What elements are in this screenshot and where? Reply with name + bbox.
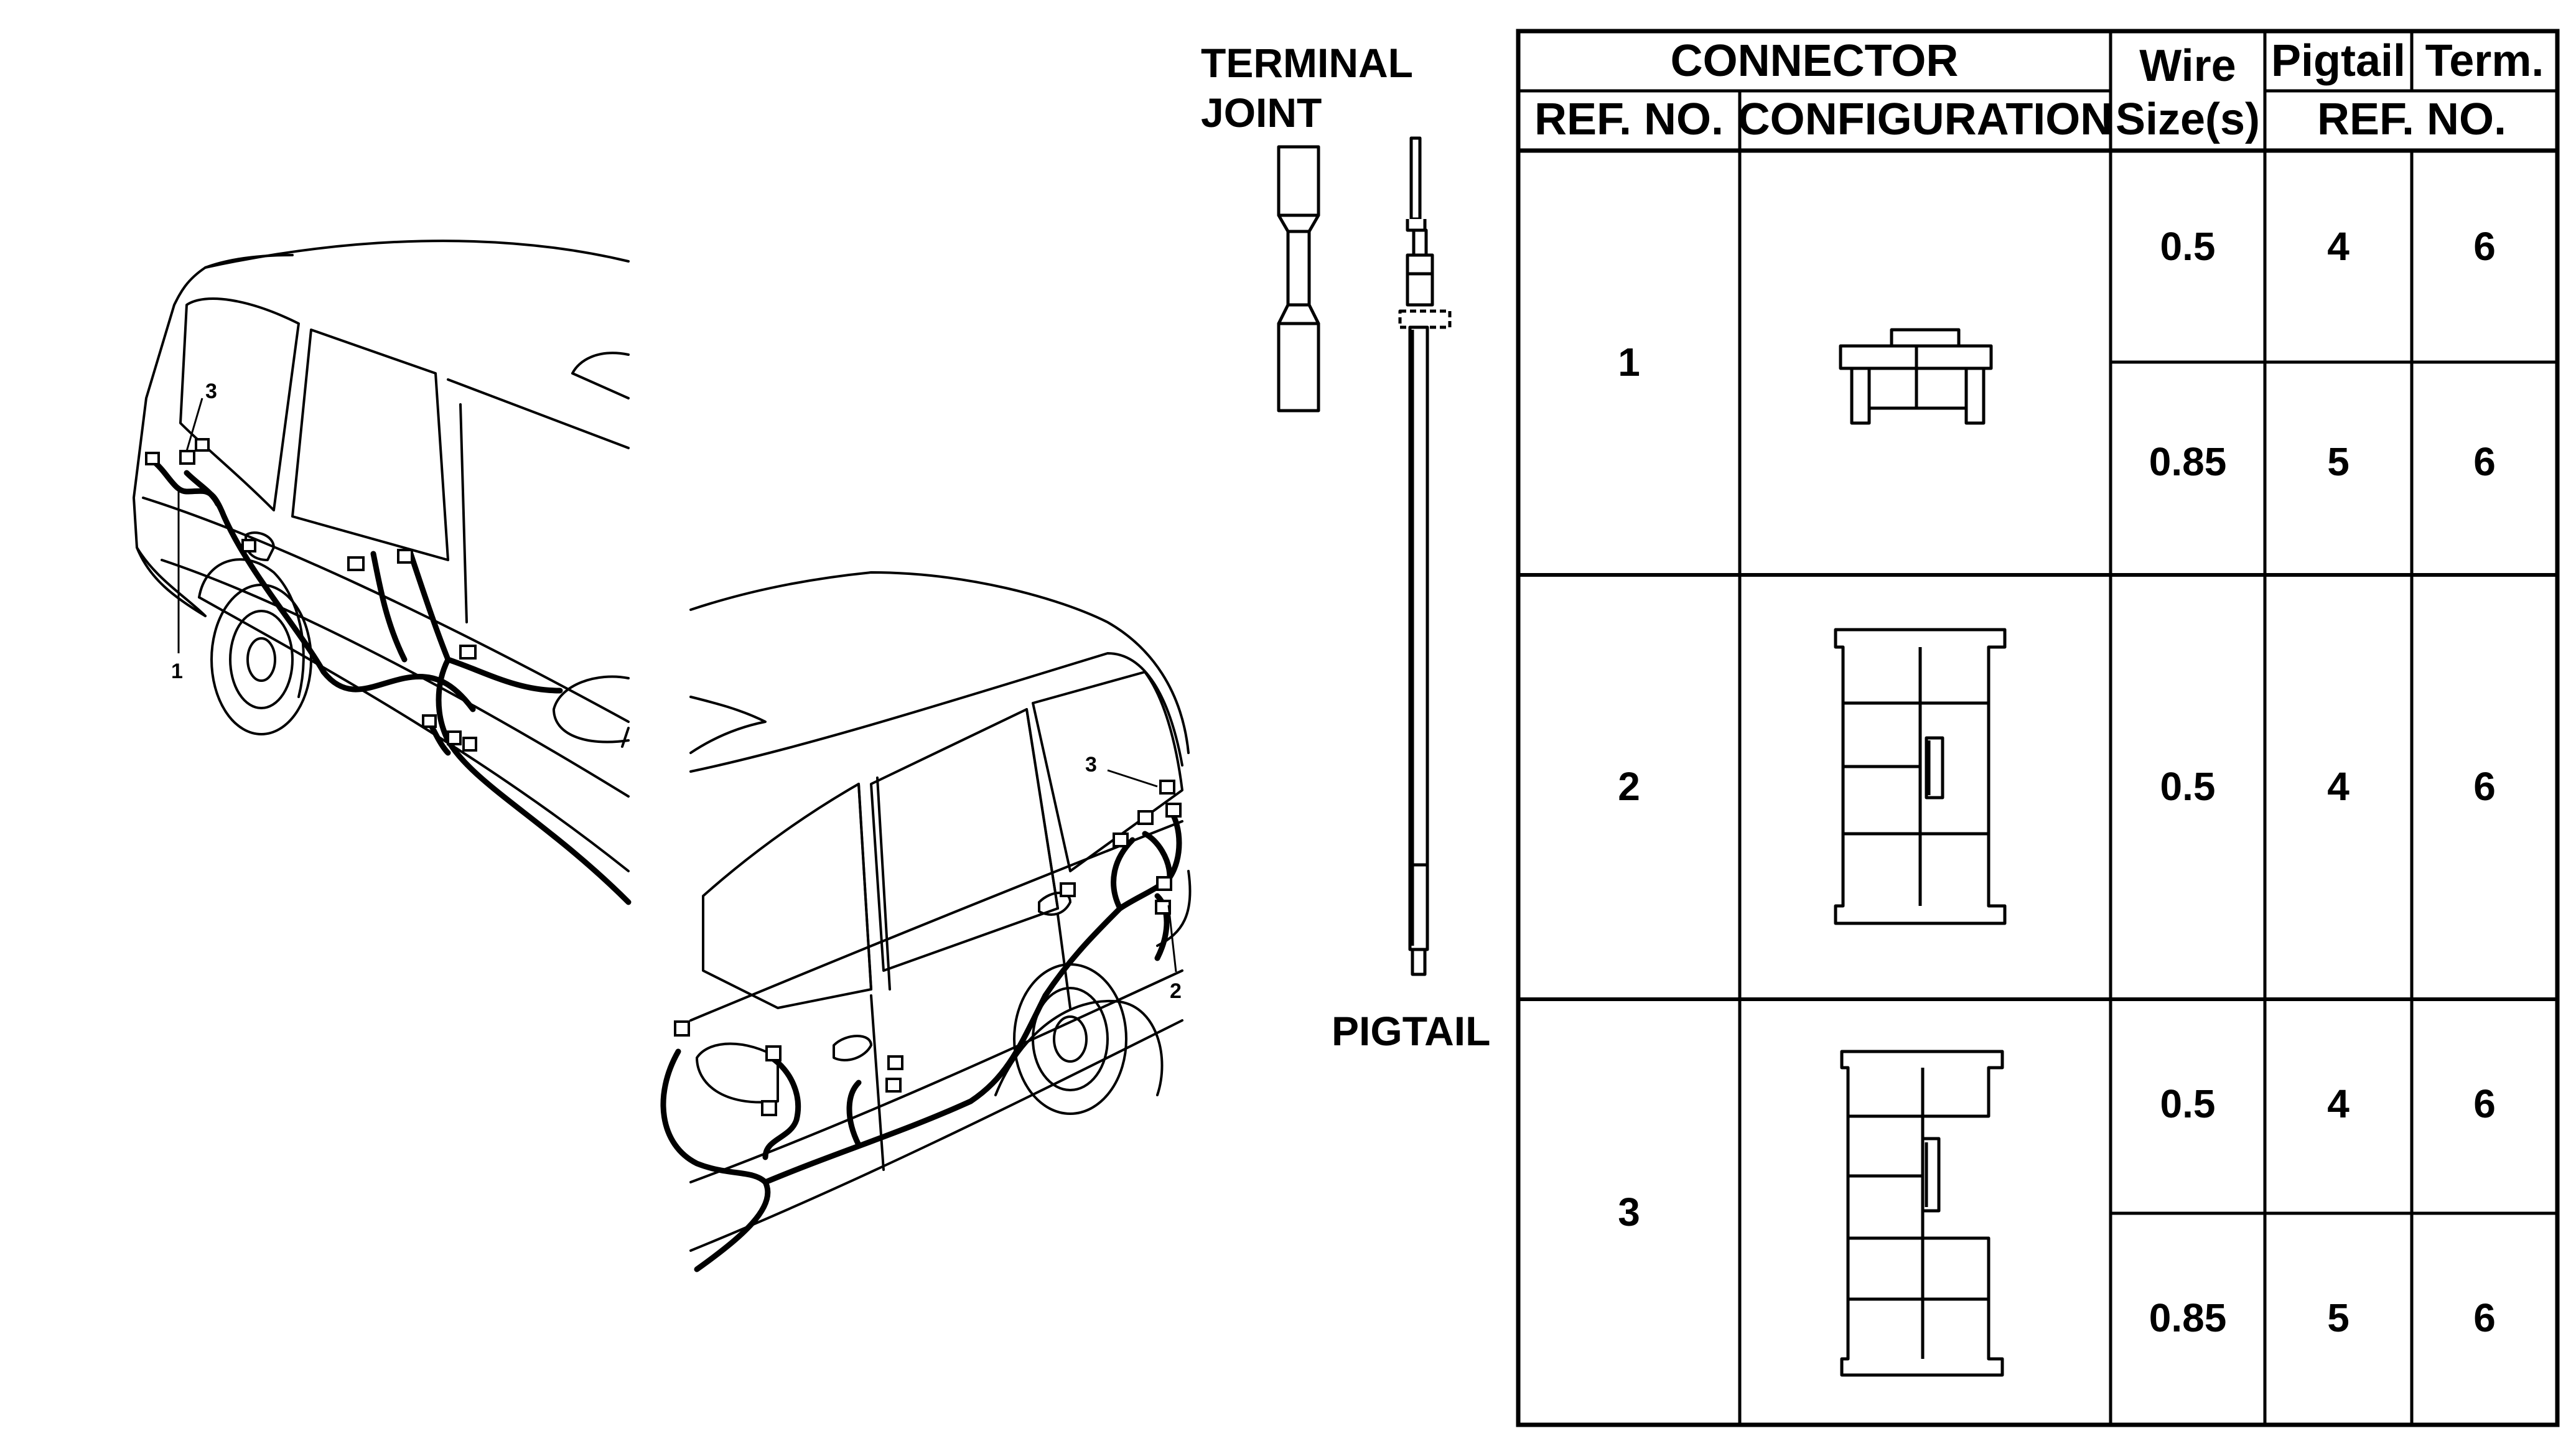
connector-2-row1-term: 6 xyxy=(2473,764,2496,809)
header-pigtail: Pigtail xyxy=(2271,36,2406,86)
right-callout-leaders xyxy=(1107,769,1177,972)
connector-3-ref: 3 xyxy=(1618,1190,1640,1234)
header-ref-no-right: REF. NO. xyxy=(2317,95,2506,144)
left-callout-3: 3 xyxy=(205,380,217,403)
terminal-joint-illustration xyxy=(1277,145,1320,413)
pigtail-illustration xyxy=(1398,136,1452,976)
connector-2-ref: 2 xyxy=(1618,764,1640,809)
connector-1-row2-term: 6 xyxy=(2473,439,2496,484)
connector-3-row1-pigtail: 4 xyxy=(2327,1081,2350,1126)
header-wire: Wire xyxy=(2139,41,2236,91)
connector-1-row1-wire: 0.5 xyxy=(2160,224,2216,269)
header-size: Size(s) xyxy=(2116,95,2260,144)
connector-1-row2-pigtail: 5 xyxy=(2327,439,2350,484)
connector-3-row2-wire: 0.85 xyxy=(2149,1295,2227,1340)
connector-3-row2-pigtail: 5 xyxy=(2327,1295,2350,1340)
pigtail-label: PIGTAIL xyxy=(1332,1008,1490,1054)
connector-1-row2-wire: 0.85 xyxy=(2149,439,2227,484)
connector-3-row2-term: 6 xyxy=(2473,1295,2496,1340)
table-border xyxy=(1516,29,2560,1427)
right-vehicle-illustration xyxy=(689,571,1192,1252)
terminal-joint-label-line2: JOINT xyxy=(1201,90,1322,136)
left-callout-leaders xyxy=(177,398,203,653)
right-wire-harness xyxy=(660,806,1182,1272)
connector-2-row1-wire: 0.5 xyxy=(2160,764,2216,809)
header-term: Term. xyxy=(2425,36,2544,86)
connector-1-row1-term: 6 xyxy=(2473,224,2496,269)
left-callout-1: 1 xyxy=(171,660,183,683)
header-ref-no: REF. NO. xyxy=(1534,95,1724,144)
left-vehicle-illustration xyxy=(133,240,630,872)
connector-1-configuration-icon xyxy=(1839,328,1993,425)
right-callout-2: 2 xyxy=(1170,979,1182,1003)
right-callout-3: 3 xyxy=(1085,753,1097,776)
connector-1-row1-pigtail: 4 xyxy=(2327,224,2350,269)
connector-3-row1-wire: 0.5 xyxy=(2160,1081,2216,1126)
header-connector: CONNECTOR xyxy=(1671,36,1959,86)
connector-2-configuration-icon xyxy=(1834,628,2007,925)
connector-2-row1-pigtail: 4 xyxy=(2327,764,2350,809)
connector-3-row1-term: 6 xyxy=(2473,1081,2496,1126)
connector-1-ref: 1 xyxy=(1618,340,1640,385)
right-harness-connectors xyxy=(674,780,1182,1116)
left-wire-harness xyxy=(149,457,632,905)
connector-3-configuration-icon xyxy=(1840,1050,2004,1377)
connector-table: CONNECTOR Wire Size(s) Pigtail Term. REF… xyxy=(1516,29,2560,1427)
header-configuration: CONFIGURATION xyxy=(1738,95,2113,144)
terminal-joint-label-line1: TERMINAL xyxy=(1201,40,1413,86)
